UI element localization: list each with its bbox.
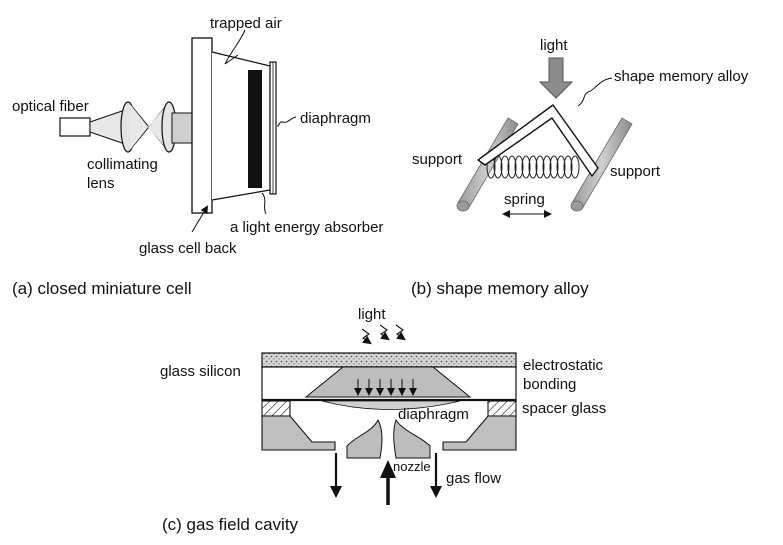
label-collimating-1: collimating [87,156,158,173]
label-light-c: light [358,306,386,323]
spring-coil [486,155,580,179]
shape-memory-alloy-strip [477,104,599,177]
label-support-right: support [610,163,661,180]
light-rays-c [361,324,406,345]
label-collimating-2: lens [87,175,115,192]
label-diaphragm-c: diaphragm [398,406,469,423]
fiber-light-cone [89,109,126,145]
figure-b-shape-memory-alloy: light shape memory alloy support support… [411,37,749,298]
glass-silicon-top-layer [261,352,517,368]
bottom-block-right [442,415,517,451]
label-trapped-air: trapped air [210,15,282,32]
label-nozzle: nozzle [393,459,431,474]
label-optical-fiber: optical fiber [12,98,89,115]
optical-fiber-body [59,117,91,137]
label-glass-silicon: glass silicon [160,363,241,380]
nozzle-left [346,418,383,459]
light-arrow-b [538,57,574,99]
collimated-beam [171,112,193,144]
label-electrostatic-2: bonding [523,376,576,393]
label-support-left: support [412,151,463,168]
label-diaphragm-a: diaphragm [300,110,371,127]
label-electrostatic-1: electrostatic [523,357,604,374]
support-rod-left-end [456,200,470,212]
label-shape-memory-alloy: shape memory alloy [614,68,749,85]
chamber-pressure-arrows [354,379,417,396]
gas-flow-arrows [330,453,442,505]
label-absorber: a light energy absorber [230,219,383,236]
leader-trapped-air [224,29,246,65]
light-energy-absorber [248,70,262,188]
leader-diaphragm [276,116,297,127]
figure-a-closed-miniature-cell: trapped air optical fiber diaphragm coll… [12,15,383,298]
lens-crossing-fill [130,104,166,150]
spacer-glass-left [261,400,291,417]
label-gas-flow: gas flow [446,470,501,487]
nozzle-right [393,418,431,459]
label-light-b: light [540,37,568,54]
caption-figure-a: (a) closed miniature cell [12,279,192,298]
caption-figure-c: (c) gas field cavity [162,515,299,534]
caption-figure-b: (b) shape memory alloy [411,279,589,298]
glass-cell-back [191,37,213,214]
label-glass-cell-back: glass cell back [139,240,237,257]
figure-c-gas-field-cavity: light glass silicon electrostatic bondin… [160,306,606,534]
label-spacer-glass: spacer glass [522,400,606,417]
leader-sma [577,77,613,107]
gas-chamber [304,366,472,398]
leader-glass-cell-back [191,205,209,233]
leader-absorber [261,192,267,215]
diaphragm-bulge [321,400,461,410]
label-spring: spring [504,191,545,208]
support-rod-right-end [570,200,584,212]
spacer-glass-right [487,400,517,417]
bottom-block-left [261,415,336,451]
